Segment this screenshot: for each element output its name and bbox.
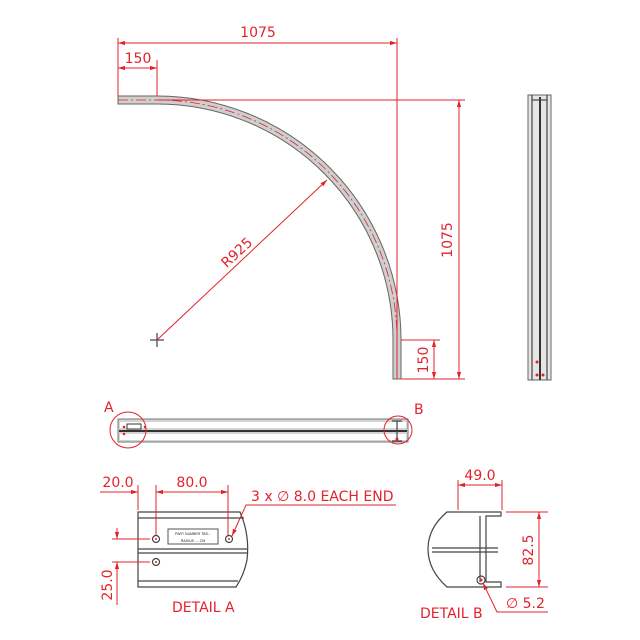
vertical-dim-text: 25.0 xyxy=(100,569,116,600)
detail-a: PART NUMBER TBS... RADIUS .....CM 20.0 8… xyxy=(100,475,396,616)
top-view: 1075 150 1075 150 R925 xyxy=(117,25,465,380)
hole-dim-text: ∅ 5.2 xyxy=(506,596,545,612)
spacing-dim-text: 80.0 xyxy=(176,475,207,491)
detail-b-title: DETAIL B xyxy=(420,606,483,622)
detail-b-circle[interactable] xyxy=(383,415,413,445)
plan-view: A B xyxy=(104,400,424,449)
centerline xyxy=(118,99,398,379)
label-line-2: RADIUS .....CM xyxy=(181,539,206,543)
detail-b-marker: B xyxy=(414,402,424,418)
hole-note: 3 x ∅ 8.0 EACH END xyxy=(251,489,393,505)
straight-v-dim-text: 150 xyxy=(416,347,432,374)
detail-a-circle[interactable] xyxy=(109,411,147,449)
height-dim-text: 1075 xyxy=(440,222,456,258)
label-line-1: PART NUMBER TBS... xyxy=(175,532,211,536)
width-dim-text: 1075 xyxy=(240,25,276,41)
radius-dim-text: R925 xyxy=(218,235,256,272)
detail-a-title: DETAIL A xyxy=(172,600,235,616)
detail-b: 49.0 82.5 ∅ 5.2 DETAIL B xyxy=(420,468,548,622)
detail-a-marker: A xyxy=(104,400,114,416)
width-dim-text: 49.0 xyxy=(464,468,495,484)
radius-leader xyxy=(156,179,328,341)
height-dim-text: 82.5 xyxy=(521,534,537,565)
side-view xyxy=(527,94,552,381)
straight-h-dim-text: 150 xyxy=(125,51,152,67)
edge-dim-text: 20.0 xyxy=(102,475,133,491)
